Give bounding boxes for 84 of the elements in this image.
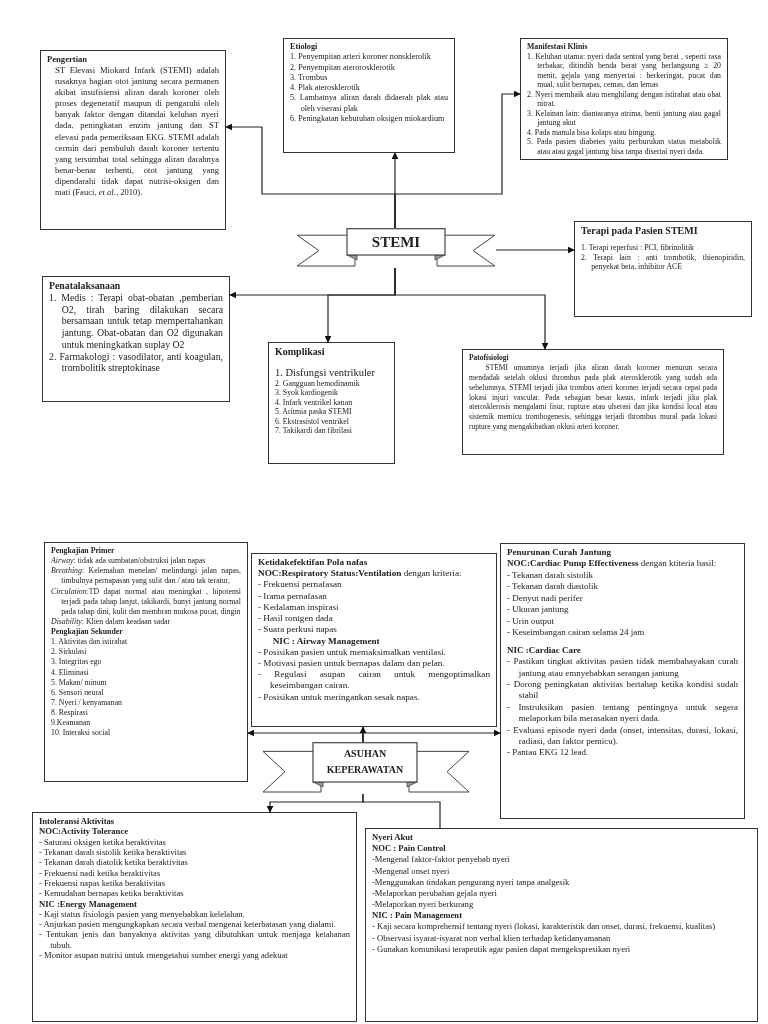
list-item: 2. Farmakologi : vasodilator, anti koagulan, trombolitik streptokinase xyxy=(49,350,223,374)
list-item: - Anjurkan pasien mengungkapkan secara verbal mengenai keterbatasan yang dialami. xyxy=(39,919,337,930)
text-box xyxy=(365,828,758,1022)
box-heading: Komplikasi xyxy=(275,346,326,359)
list-item: - Keseimbangan cairan selama 24 jam xyxy=(507,626,646,639)
list-item: - Tekanan darah diatolik ketika beraktivitas xyxy=(39,857,189,868)
list-item: - Motivasi pasien untuk bernapas dalam dan pelan. xyxy=(258,657,446,670)
text-box xyxy=(42,276,230,402)
list-item: -Melaporkan nyeri berkurang xyxy=(372,899,475,911)
connector-line xyxy=(362,793,441,829)
list-item: - Pastikan tingkat aktivitas pasien tidak membahayakan curah jantung atau emnyebabkan serangan jantung xyxy=(507,656,738,679)
list-item: - Dorong peningkatan aktivitas bertahap ketika kondisi sudah stabil xyxy=(507,678,738,702)
list-item: NOC:Cardiac Pump Effectiveness dengan ktiteria hasil: xyxy=(507,558,718,570)
section-heading: NIC : Airway Management xyxy=(271,635,381,647)
box-heading: Etiologi xyxy=(290,42,319,53)
list-item: - Regulasi asupan cairan untuk mengoptimalkan keseimbangan cairan. xyxy=(258,669,490,692)
section-heading: NOC : Pain Control xyxy=(372,843,447,855)
list-item: - Pantau EKG 12 lead. xyxy=(507,747,590,759)
list-item: 3. Trombus xyxy=(290,72,329,83)
text-box xyxy=(32,812,357,1022)
list-item: -Melaporkan perubahan gejala nyeri xyxy=(372,887,498,900)
arrow xyxy=(362,729,501,743)
text-box xyxy=(268,342,395,464)
box-heading: Terapi pada Pasien STEMI xyxy=(581,225,699,238)
list-item: - Tekanan darah sistolik xyxy=(507,569,594,582)
text-box xyxy=(462,349,724,455)
list-item: - Frekuensi pernafasan xyxy=(258,579,343,591)
list-item: - Suara perkusi napas xyxy=(258,624,338,636)
list-item: NOC:Respiratory Status:Ventilation dengan kriteria: xyxy=(258,568,463,580)
box-heading: Nyeri Akut xyxy=(372,832,414,844)
box-heading: Penatalaksanaan xyxy=(49,280,122,292)
list-item: - Frekuensi nadi ketika beraktivitas xyxy=(39,867,162,878)
text-box xyxy=(44,542,248,782)
list-item: 5. Lambatnya aliran darah didaerah plak atau oleh viserasi plak xyxy=(290,93,448,114)
banner-title: STEMI xyxy=(370,232,422,252)
list-item: 4. Plak aterosklerotik xyxy=(290,83,361,94)
text-box xyxy=(283,38,455,153)
section-heading: NIC :Cardiac Care xyxy=(507,644,582,657)
text-box xyxy=(500,543,745,819)
section-heading: NIC :Energy Management xyxy=(39,898,138,909)
list-item: -Mengenal onset nyeri xyxy=(372,865,451,877)
list-item: - Irama pernafasan xyxy=(258,590,328,602)
list-item: - Kemudahan bernapas ketika beraktivitas xyxy=(39,888,185,899)
section-heading: NIC : Pain Management xyxy=(372,910,463,922)
text-box xyxy=(251,553,497,727)
text-box xyxy=(574,221,752,317)
banner-title: ASUHAN KEPERAWATAN xyxy=(325,747,405,777)
list-item: - Kedalaman inspirasi xyxy=(258,601,340,614)
list-item: 1. Penyempitan arteri koroner nonsklerolik xyxy=(290,52,432,63)
text-box xyxy=(520,38,728,160)
box-heading: Pengertian xyxy=(47,54,89,66)
box-heading: Intoleransi Aktivitas xyxy=(39,816,116,827)
list-item: - Ukuran jantung xyxy=(507,604,570,616)
list-item: - Observasi isyarat-isyarat non verbal klien terhadap ketidanyamanan xyxy=(372,932,612,944)
list-item: - Tekanan darah diastolik xyxy=(507,581,599,593)
arrow xyxy=(394,267,549,350)
list-item: - Tentukan jenis dan banyaknya aktivitas yang dibutuhkan untuk menjaga ketahanan tubuh. xyxy=(39,929,350,951)
list-item: - Gunakan komunikasi terapeutik agar pasien dapat mengekspresikan nyeri xyxy=(372,943,632,955)
list-item: - Monitor asupan nutrisi untuk rmengetahui sumber energi yang adekuat xyxy=(39,950,289,961)
list-item: - Hasil rontgen dada xyxy=(258,613,334,625)
list-item: - Saturasi oksigen ketika beraktivitas xyxy=(39,836,167,847)
list-item: 1. Disfungsi ventrikuler xyxy=(275,365,377,379)
list-item: - Posisikan untuk meringankan sesak napas. xyxy=(258,691,421,703)
list-item: -Menggunakan tindakan pengurang nyeri tanpa analgesik xyxy=(372,876,571,888)
list-item: - Denyut nadi perifer xyxy=(507,592,584,605)
list-item: - Urin output xyxy=(507,615,555,627)
box-heading: Ketidakefektifan Pola nafas xyxy=(258,557,369,569)
list-item: - Kaji secara komprehensif tentang nyeri (lokasi, karakteristik dan onset, durasi, frekuensi, kualitas) xyxy=(372,921,717,933)
list-item: - Posisikan pasien untuk memaksimalkan ventilasi. xyxy=(258,646,447,658)
section-heading: NOC:Activity Tolerance xyxy=(39,826,130,837)
list-item: - Frekuensi napas ketika beraktivitas xyxy=(39,877,166,889)
list-item: 6. Peningkatan kebutuhan oksigen miokardium xyxy=(290,113,446,124)
list-item: -Mengenal faktor-faktor penyebab nyeri xyxy=(372,854,511,866)
list-item: - Kaji status fisiologis pasien yang menyebabkan kelelahan. xyxy=(39,908,246,920)
list-item: 2. Penyempitan aterorosklerotik xyxy=(290,62,396,73)
list-item: 1. Medis : Terapi obat-obatan ,pemberian O2, tirah baring dilakukan secara bersamaan untuk tetap mempertahankan jantung. Obat-obatan dan O2 digunakan untuk meningkatkan suplay O2 xyxy=(49,291,223,351)
box-heading: Penurunan Curah Jantung xyxy=(507,547,613,559)
paragraph: ST Elevasi Miokard Infark (STEMI) adalah rusaknya bagian otot jantung secara permanen akibat insufisiensi aliran darah koroner oleh proses degeneratif maupun di pengaruhi oleh banyak faktor dengan ditandai keluhan nyeri dada, peningkatan enzim jantung dan ST elevasi pada pemeriksaan EKG. STEMI adalah cermin dari pembuluh darah koroner tertentu yang tersumbat total sehingga aliran darahnya benar-benar terhenti, otot jantung yang dipendarahi tidak dapat nutrisi-oksigen dan mati (Fauci, et al., 2010). xyxy=(54,65,219,198)
list-item: - Tekanan darah sistolik ketika beraktivitas xyxy=(39,846,188,858)
list-item: - Instruksikan pasien tentang pentingnya untuk segera melaporkan bila merasakan nyeri dada. xyxy=(507,701,738,725)
arrow xyxy=(495,246,575,254)
arrow xyxy=(394,90,521,229)
text-box xyxy=(40,50,226,230)
list-item: - Evaluasi episode nyeri dada (onset, intensitas, durasi, lokasi, radiasi, dan faktor pemicu). xyxy=(507,724,738,748)
